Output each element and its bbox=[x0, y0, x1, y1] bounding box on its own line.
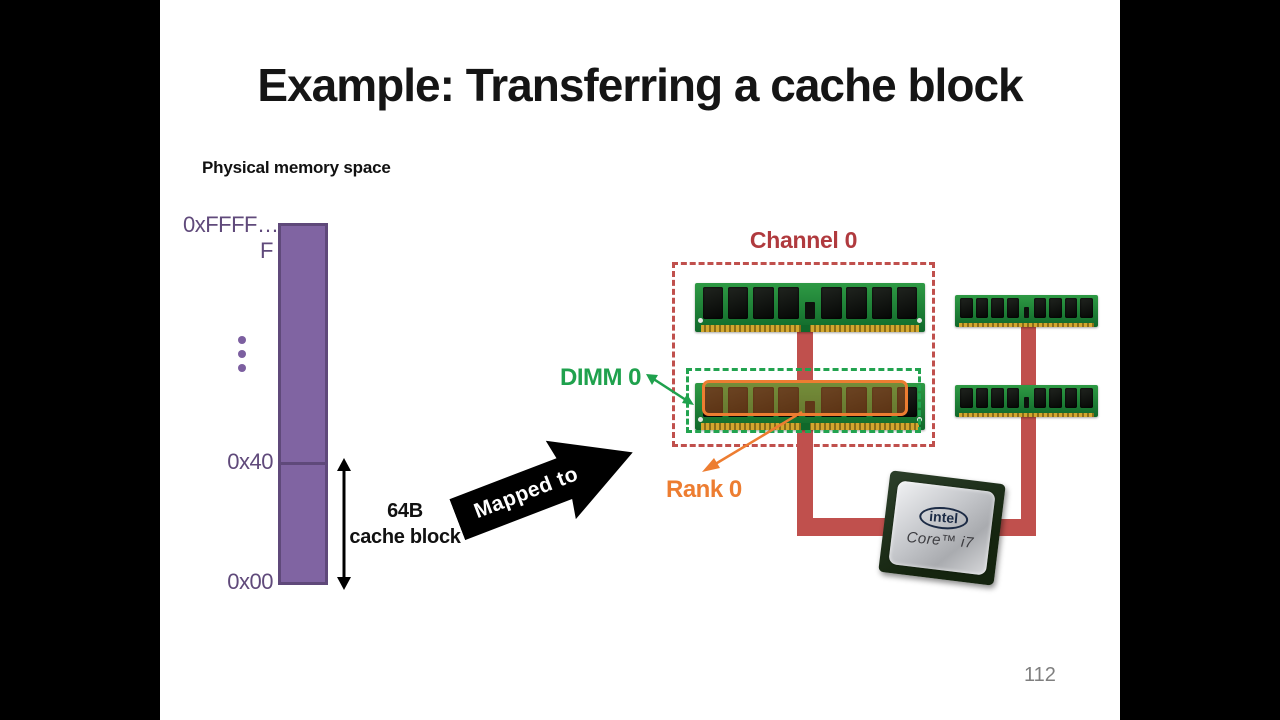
mapped-to-label: Mapped to bbox=[470, 462, 582, 524]
cpu-heatspreader: intel Core™ i7 bbox=[888, 480, 996, 576]
rank0-label: Rank 0 bbox=[666, 476, 742, 503]
ellipsis-dots-icon bbox=[238, 336, 247, 378]
rank0-pointer-arrow-icon bbox=[702, 410, 803, 472]
dimm-image-dimm0 bbox=[695, 383, 925, 430]
mapped-to-arrow: Mapped to bbox=[442, 413, 648, 559]
cpu-chip-image: intel Core™ i7 bbox=[878, 470, 1006, 586]
dimm-image-right-top bbox=[955, 295, 1098, 327]
channel0-dashed-box bbox=[672, 262, 935, 447]
address-label-top: 0xFFFF…F bbox=[183, 212, 279, 263]
channel0-label: Channel 0 bbox=[749, 227, 858, 253]
letterbox-left bbox=[0, 0, 160, 720]
address-label-0x00: 0x00 bbox=[227, 569, 273, 594]
memory-block-divider bbox=[281, 462, 325, 465]
physical-memory-space-label: Physical memory space bbox=[202, 158, 391, 177]
cpu-model-label: Core™ i7 bbox=[906, 528, 975, 552]
slide-page-number: 112 bbox=[1024, 664, 1056, 686]
cache-block-label: 64B cache block bbox=[345, 498, 465, 550]
dimm-image-channel0-rank-top bbox=[695, 283, 925, 332]
spd-chip bbox=[805, 301, 815, 319]
spd-chip bbox=[805, 400, 815, 418]
intel-logo: intel bbox=[917, 505, 969, 532]
cache-block-extent-arrow-icon bbox=[337, 458, 351, 590]
dimm0-label: DIMM 0 bbox=[560, 364, 642, 391]
channel0-bus-horizontal bbox=[797, 518, 897, 536]
memory-column bbox=[278, 223, 328, 585]
channel1-bus-vertical bbox=[1021, 298, 1036, 536]
cache-block-text: cache block bbox=[349, 526, 461, 548]
page-title: Example: Transferring a cache block bbox=[257, 59, 1023, 111]
rank0-highlight-box bbox=[702, 380, 908, 416]
cache-block-size: 64B bbox=[387, 500, 423, 522]
dimm-image-right-bottom bbox=[955, 385, 1098, 417]
address-label-0x40: 0x40 bbox=[227, 449, 273, 474]
dimm0-pointer-arrow-icon bbox=[646, 374, 694, 405]
letterbox-right bbox=[1120, 0, 1280, 720]
